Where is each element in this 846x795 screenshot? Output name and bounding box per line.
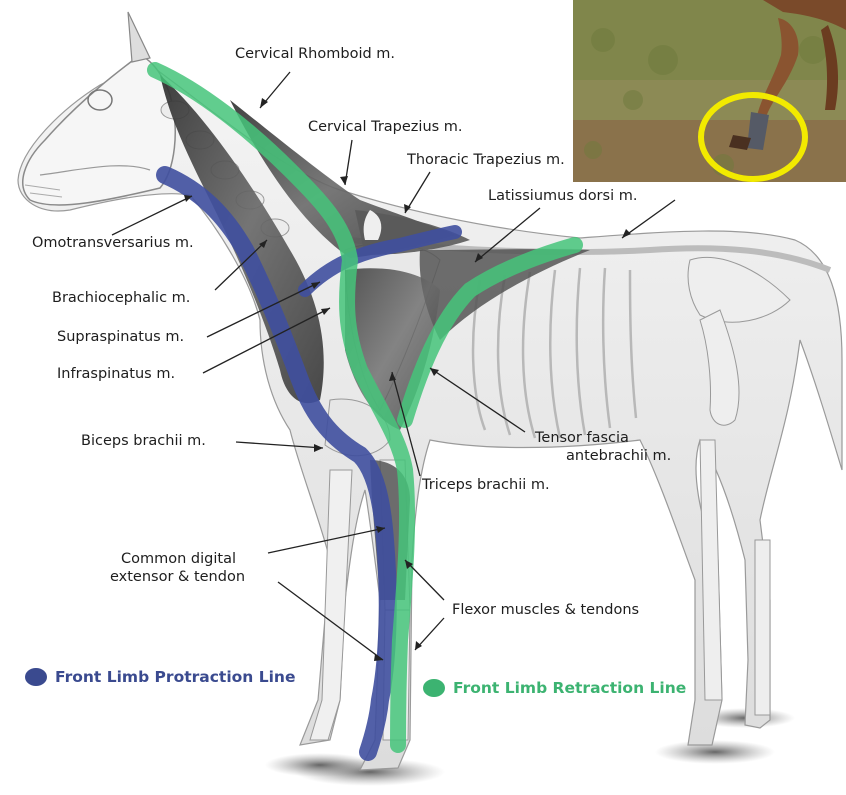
label-biceps-brachii: Biceps brachii m. bbox=[81, 433, 206, 450]
legend-protraction-swatch bbox=[25, 668, 47, 686]
label-triceps-brachii: Triceps brachii m. bbox=[422, 477, 550, 494]
label-common-digital-1: Common digital bbox=[121, 551, 236, 568]
label-supraspinatus: Supraspinatus m. bbox=[57, 329, 184, 346]
label-tensor-fascia-2: antebrachii m. bbox=[566, 448, 671, 465]
hoof-shadow bbox=[655, 740, 775, 764]
legend-retraction-label: Front Limb Retraction Line bbox=[453, 679, 686, 697]
inset-photo bbox=[573, 0, 846, 182]
label-infraspinatus: Infraspinatus m. bbox=[57, 366, 175, 383]
horse-leg-photo bbox=[573, 0, 846, 182]
label-cervical-trapezius: Cervical Trapezius m. bbox=[308, 119, 463, 136]
hind-cannon-2 bbox=[755, 540, 770, 715]
legend-protraction-label: Front Limb Protraction Line bbox=[55, 668, 295, 686]
label-common-digital-2: extensor & tendon bbox=[110, 569, 245, 586]
legend-protraction: Front Limb Protraction Line bbox=[25, 668, 295, 686]
legend-retraction-swatch bbox=[423, 679, 445, 697]
legend-retraction: Front Limb Retraction Line bbox=[423, 679, 686, 697]
label-brachiocephalic: Brachiocephalic m. bbox=[52, 290, 190, 307]
label-cervical-rhomboid: Cervical Rhomboid m. bbox=[235, 46, 395, 63]
label-tensor-fascia-1: Tensor fascia bbox=[535, 430, 629, 447]
label-flexor: Flexor muscles & tendons bbox=[452, 602, 639, 619]
label-thoracic-trapezius: Thoracic Trapezius m. bbox=[407, 152, 573, 169]
label-latissimus-dorsi: Latissiumus dorsi m. bbox=[488, 188, 637, 205]
ear bbox=[128, 12, 150, 62]
label-omotransversarius: Omotransversarius m. bbox=[32, 235, 194, 252]
hoof-shadow bbox=[265, 753, 375, 777]
